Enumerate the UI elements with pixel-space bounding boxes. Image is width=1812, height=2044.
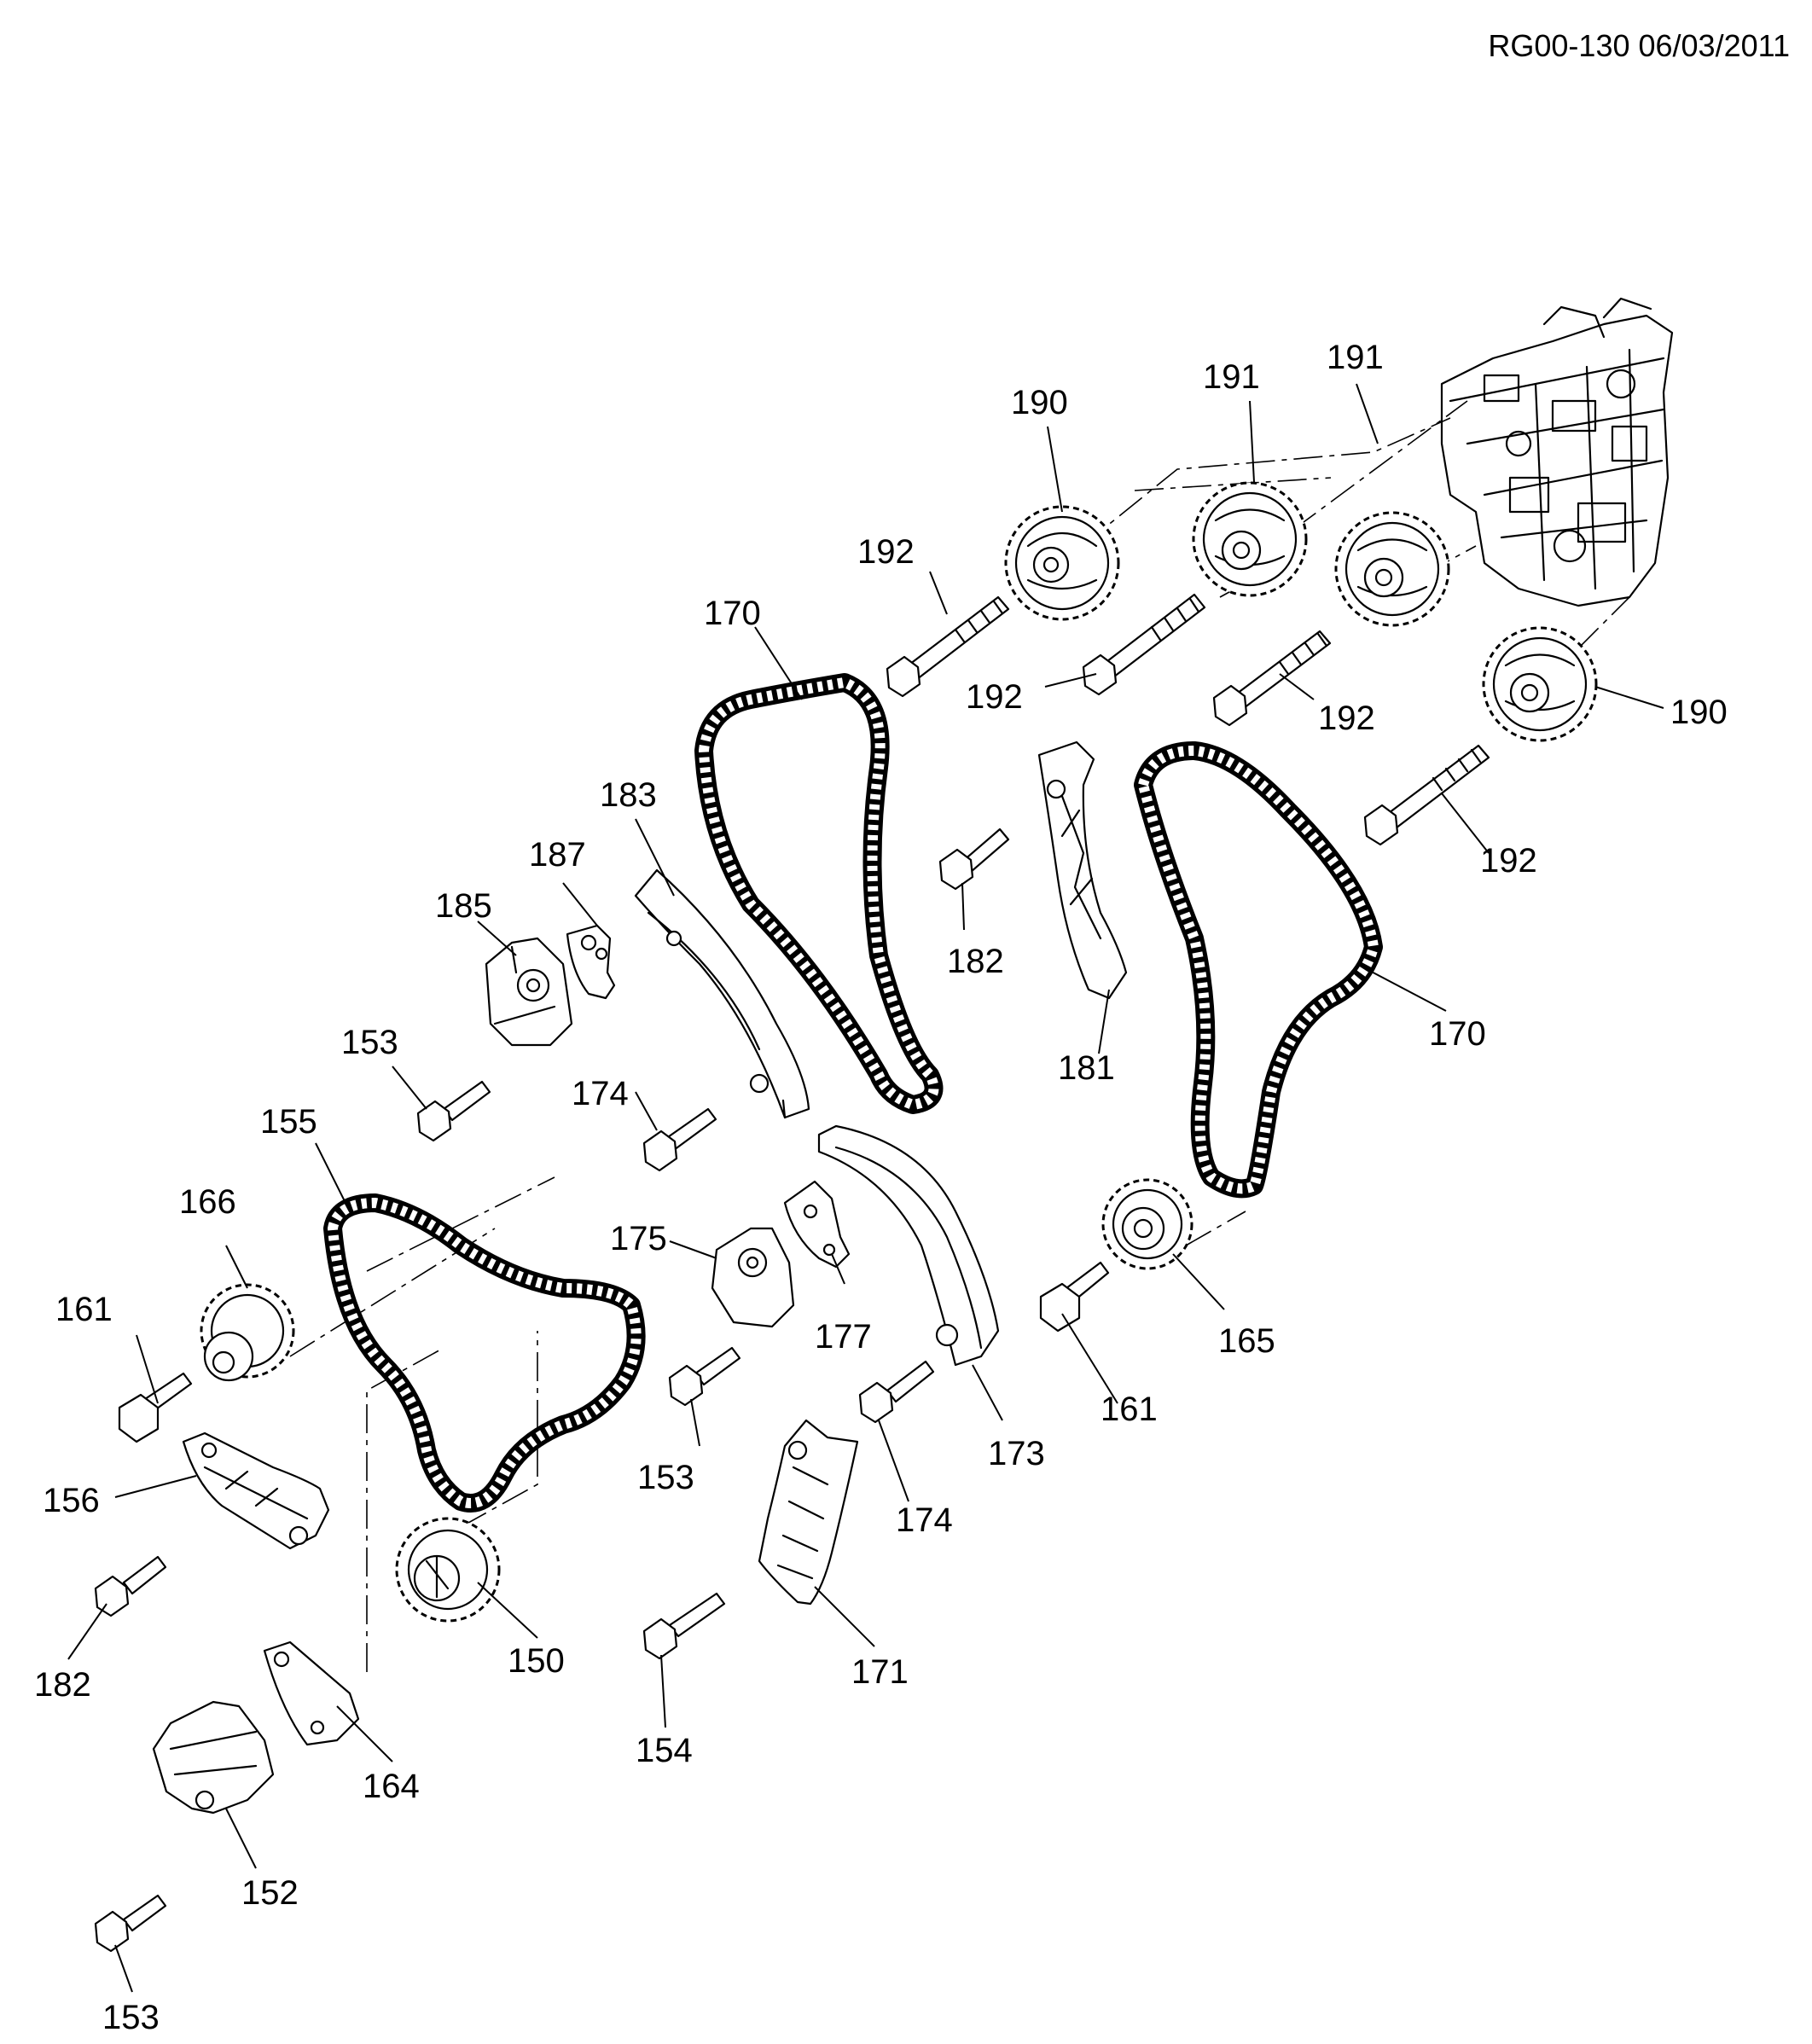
- tensioner-gasket-164: [263, 1640, 360, 1746]
- callout-150: 150: [508, 1642, 565, 1680]
- callout-173: 173: [988, 1435, 1045, 1472]
- callout-190: 190: [1670, 694, 1728, 731]
- chain-guide-173: [817, 1124, 1000, 1367]
- bolt-153-lower: [94, 1894, 167, 1953]
- callout-190: 190: [1011, 384, 1068, 421]
- callout-174: 174: [572, 1075, 629, 1112]
- callout-153: 153: [341, 1024, 398, 1061]
- callout-191: 191: [1203, 358, 1260, 396]
- camshaft-bolt-192-d: [1363, 744, 1490, 846]
- bolt-174-lower: [858, 1360, 935, 1424]
- bolt-154: [642, 1592, 726, 1660]
- intermediate-sprocket-165: [1101, 1178, 1193, 1270]
- callout-161: 161: [1101, 1391, 1158, 1428]
- chain-guide-183: [634, 868, 810, 1119]
- callout-181: 181: [1058, 1049, 1115, 1087]
- chain-guide-156: [182, 1431, 330, 1550]
- tensioner-152: [152, 1700, 275, 1815]
- leader-lines: [67, 383, 1664, 1993]
- callout-192: 192: [1318, 700, 1375, 737]
- callout-177: 177: [815, 1318, 872, 1356]
- callout-183: 183: [600, 776, 657, 814]
- tensioner-gasket-177: [783, 1180, 851, 1269]
- callout-191: 191: [1327, 339, 1384, 376]
- callout-152: 152: [241, 1874, 299, 1912]
- callout-182: 182: [947, 943, 1004, 980]
- callout-165: 165: [1218, 1322, 1275, 1360]
- camshaft-sprocket-191-left: [1192, 481, 1308, 597]
- callout-192: 192: [966, 678, 1023, 716]
- camshaft-chain-170-left: [694, 673, 944, 1114]
- callout-161: 161: [55, 1291, 113, 1328]
- camshaft-sprocket-191-right: [1334, 511, 1450, 627]
- camshaft-sprocket-190-left: [1004, 505, 1120, 621]
- camshaft-sprocket-190-right: [1482, 626, 1598, 742]
- callout-171: 171: [851, 1653, 909, 1691]
- callout-174: 174: [896, 1501, 953, 1539]
- chain-guide-181: [1037, 740, 1128, 1000]
- tensioner-175: [711, 1227, 795, 1328]
- callout-164: 164: [363, 1768, 420, 1805]
- callout-labels: 190 191 191 192 192 192 190 192 170 183 …: [34, 339, 1728, 2036]
- tensioner-185: [485, 937, 573, 1047]
- bolt-182-lower: [94, 1555, 167, 1617]
- callout-153: 153: [637, 1459, 694, 1496]
- callout-156: 156: [43, 1482, 100, 1519]
- bolt-153-middle: [668, 1346, 741, 1407]
- camshaft-bolt-192-a: [886, 595, 1010, 698]
- engine-block: [1440, 297, 1674, 607]
- crankshaft-sprocket-150: [395, 1517, 501, 1623]
- callout-153: 153: [102, 1999, 160, 2036]
- primary-chain-155: [323, 1193, 646, 1513]
- callout-154: 154: [636, 1732, 693, 1769]
- camshaft-bolt-192-c: [1212, 630, 1332, 727]
- bolt-153-upper: [416, 1080, 491, 1142]
- bolt-174-upper: [642, 1107, 717, 1172]
- bolt-182-upper: [938, 827, 1010, 891]
- callout-187: 187: [529, 836, 586, 874]
- camshaft-bolt-192-b: [1082, 593, 1206, 696]
- diagram-reference: RG00-130 06/03/2011: [1488, 28, 1790, 63]
- intermediate-sprocket-166: [200, 1283, 295, 1382]
- callout-192: 192: [1480, 842, 1537, 880]
- chain-guide-171: [758, 1419, 859, 1606]
- bolt-161-left: [118, 1372, 193, 1443]
- callout-166: 166: [179, 1183, 236, 1221]
- tensioner-gasket-187: [566, 924, 616, 1000]
- callout-170: 170: [1429, 1015, 1486, 1053]
- callout-192: 192: [857, 533, 915, 571]
- callout-185: 185: [435, 887, 492, 925]
- callout-182: 182: [34, 1666, 91, 1704]
- callout-155: 155: [260, 1103, 317, 1141]
- callout-170: 170: [704, 595, 761, 632]
- bolt-161-right: [1039, 1261, 1110, 1333]
- camshaft-chain-170-right: [1134, 741, 1383, 1199]
- callout-175: 175: [610, 1220, 667, 1257]
